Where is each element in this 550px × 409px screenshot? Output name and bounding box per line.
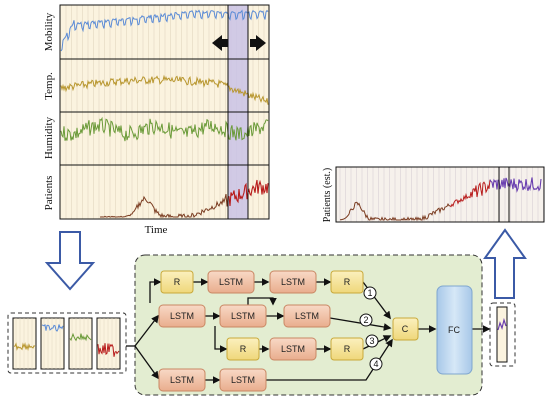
svg-text:LSTM: LSTM	[231, 311, 255, 321]
mini-humidity-panel	[68, 317, 93, 370]
svg-text:LSTM: LSTM	[170, 375, 194, 385]
node-concat: C	[392, 317, 419, 341]
humidity-series	[60, 116, 269, 142]
edge-lstm3-r1	[149, 278, 162, 303]
estimate-plot: Patients (est.)	[322, 166, 545, 223]
svg-text:LSTM: LSTM	[281, 277, 305, 287]
estimate-plot-border	[335, 166, 545, 223]
svg-text:LSTM: LSTM	[219, 277, 243, 287]
svg-text:R: R	[344, 277, 351, 287]
node-r4: R	[330, 337, 364, 361]
branch-number-3: 3	[365, 334, 379, 348]
down-flow-arrow-icon	[44, 231, 96, 291]
mini-series	[41, 323, 64, 332]
mini-temp-panel	[12, 317, 37, 370]
node-lstm3: LSTM	[158, 304, 206, 328]
node-lstm1: LSTM	[207, 270, 255, 294]
edge-input-lstm7	[134, 345, 159, 380]
output-mini-panel	[496, 306, 508, 363]
mini-mobility-panel	[40, 317, 65, 370]
output-frame	[489, 302, 516, 367]
network-nodes: R LSTM LSTM R LSTM LSTM LSTM	[158, 270, 473, 392]
node-r3: R	[226, 337, 260, 361]
node-r1: R	[160, 270, 194, 294]
svg-text:FC: FC	[448, 325, 460, 335]
node-lstm8: LSTM	[219, 368, 267, 392]
svg-text:R: R	[240, 344, 247, 354]
svg-text:LSTM: LSTM	[281, 344, 305, 354]
panel-separators	[60, 58, 269, 166]
edge-lstm4-r3	[214, 326, 228, 353]
edge-input-lstm3	[134, 314, 159, 347]
input-stack-frame	[7, 312, 127, 374]
svg-text:2: 2	[363, 315, 368, 325]
estimate-past-series	[339, 201, 450, 222]
temp-label: Temp.	[43, 72, 55, 100]
edge-lstm8-concat	[266, 338, 393, 381]
input-mini-panels	[12, 317, 121, 370]
slide-left-arrow-icon	[212, 35, 228, 51]
branch-number-1: 1	[363, 286, 377, 300]
patients-label: Patients	[43, 176, 55, 211]
svg-text:1: 1	[367, 288, 372, 298]
output-strip	[489, 302, 516, 367]
estimate-y-label: Patients (est.)	[322, 168, 333, 222]
node-lstm2: LSTM	[269, 270, 317, 294]
main-plot-border	[59, 4, 270, 220]
branch-number-4: 4	[369, 357, 383, 371]
branch-number-2: 2	[359, 313, 373, 327]
edge-lstm4-lstm5-skip	[247, 297, 277, 306]
humidity-label: Humidity	[43, 116, 55, 159]
up-flow-arrow-icon	[483, 228, 527, 299]
output-estimate-line	[497, 317, 507, 331]
slide-right-arrow-icon	[250, 35, 266, 51]
estimate-recent-series	[449, 179, 491, 208]
svg-text:R: R	[174, 277, 181, 287]
node-lstm4: LSTM	[219, 304, 267, 328]
edge-lstm5-concat	[329, 317, 392, 331]
svg-text:LSTM: LSTM	[170, 311, 194, 321]
branch-numbers: 1 2 3 4	[359, 286, 383, 371]
svg-text:LSTM: LSTM	[231, 375, 255, 385]
node-r2: R	[330, 270, 364, 294]
input-window-stack	[7, 312, 127, 374]
main-time-series-plot: Mobility Temp. Humidity Patients Time	[43, 4, 270, 236]
mini-patients-panel	[96, 317, 121, 370]
main-plot-series	[60, 9, 269, 219]
node-lstm5: LSTM	[283, 304, 331, 328]
svg-text:C: C	[402, 324, 409, 334]
mini-series	[97, 343, 120, 357]
svg-text:4: 4	[373, 359, 378, 369]
node-lstm7: LSTM	[158, 368, 206, 392]
node-fc: FC	[436, 285, 473, 375]
mini-series	[13, 342, 36, 352]
svg-text:LSTM: LSTM	[295, 311, 319, 321]
svg-text:R: R	[344, 344, 351, 354]
temp-series	[60, 74, 269, 105]
network-connections	[126, 278, 491, 384]
mobility-series	[60, 9, 269, 52]
svg-text:3: 3	[369, 336, 374, 346]
node-lstm6: LSTM	[269, 337, 317, 361]
mobility-label: Mobility	[43, 12, 55, 51]
time-axis-label: Time	[145, 224, 168, 236]
mini-series	[69, 332, 92, 342]
patients-series	[100, 193, 229, 219]
